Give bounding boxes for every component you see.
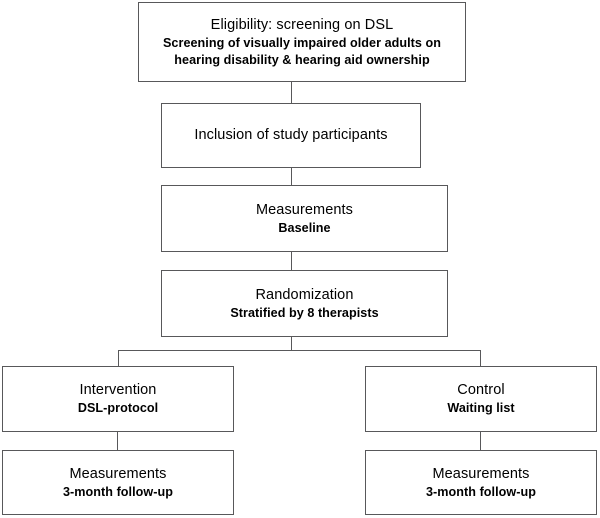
connector-eligibility-to-inclusion [291,82,292,103]
connector-inclusion-to-baseline [291,168,292,185]
node-inclusion-title: Inclusion of study participants [194,126,388,143]
node-measurements-baseline: Measurements Baseline [161,185,448,252]
node-measurements-followup-intervention: Measurements 3-month follow-up [2,450,234,515]
node-measurements-baseline-subtitle: Baseline [278,220,331,235]
node-measurements-followup-control: Measurements 3-month follow-up [365,450,597,515]
node-measurements-baseline-title: Measurements [255,201,354,218]
node-randomization-title: Randomization [255,286,354,303]
connector-split-to-control [480,350,481,366]
node-measurements-followup-intervention-title: Measurements [69,465,167,482]
node-measurements-followup-intervention-subtitle: 3-month follow-up [63,484,173,499]
node-control-title: Control [457,382,505,398]
node-intervention-subtitle: DSL-protocol [77,401,159,416]
node-randomization: Randomization Stratified by 8 therapists [161,270,448,337]
connector-split-horizontal-bar [118,350,481,351]
connector-control-to-followup [480,432,481,450]
node-randomization-subtitle: Stratified by 8 therapists [230,305,379,320]
node-control-subtitle: Waiting list [447,401,515,416]
node-intervention: Intervention DSL-protocol [2,366,234,432]
node-eligibility-subtitle-line-2: hearing disability & hearing aid ownersh… [174,52,430,67]
node-intervention-title: Intervention [79,382,157,398]
node-eligibility-subtitle-line-1: Screening of visually impaired older adu… [162,35,442,50]
connector-baseline-to-randomization [291,252,292,270]
connector-randomization-to-split [291,337,292,351]
connector-split-to-intervention [118,350,119,366]
connector-intervention-to-followup [117,432,118,450]
node-measurements-followup-control-title: Measurements [432,465,530,482]
node-eligibility: Eligibility: screening on DSL Screening … [138,2,466,82]
node-eligibility-title: Eligibility: screening on DSL [210,16,394,33]
node-control: Control Waiting list [365,366,597,432]
node-inclusion: Inclusion of study participants [161,103,421,168]
node-measurements-followup-control-subtitle: 3-month follow-up [426,484,536,499]
